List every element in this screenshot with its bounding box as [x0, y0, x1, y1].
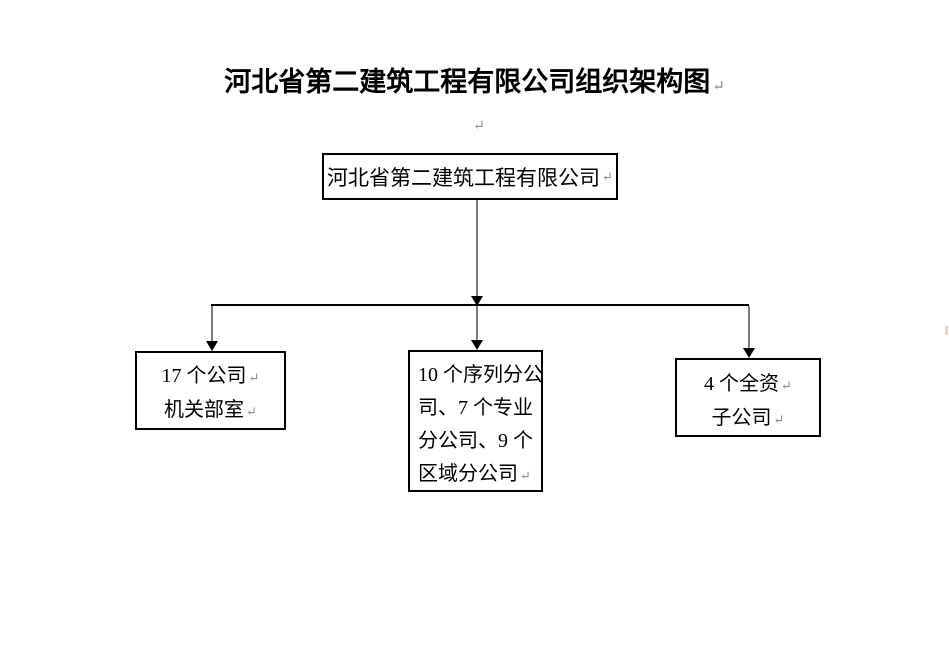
page-title: 河北省第二建筑工程有限公司组织架构图↵: [0, 60, 949, 99]
page-edge-artifact: [945, 326, 948, 335]
paragraph-return-icon: ↵: [473, 119, 485, 134]
org-box-branch-companies[interactable]: 10 个序列分公 司、7 个专业 分公司、9 个 区域分公司↵: [408, 350, 543, 492]
org-box-wholly-owned-subsidiaries[interactable]: 4 个全资↵ 子公司↵: [675, 358, 821, 437]
paragraph-return-icon: ↵: [712, 79, 725, 95]
arrowhead-middle-icon: [471, 340, 483, 350]
arrowhead-left-icon: [206, 341, 218, 351]
paragraph-return-icon: ↵: [773, 412, 785, 427]
box-text-line: 子公司↵: [711, 407, 785, 429]
arrowhead-right-icon: [743, 348, 755, 358]
paragraph-return-icon: ↵: [248, 370, 260, 385]
connector-root-stem: [476, 200, 478, 296]
box-text-line: 司、7 个专业: [418, 397, 533, 419]
paragraph-return-icon: ↵: [520, 468, 531, 483]
box-text-line: 10 个序列分公: [418, 364, 543, 386]
arrowhead-root-icon: [471, 296, 483, 306]
paragraph-return-icon: ↵: [781, 378, 792, 393]
box-text-line: 机关部室↵: [164, 399, 257, 421]
connector-left-stem: [211, 306, 213, 341]
box-text-line: 区域分公司↵: [418, 463, 531, 485]
org-root-box[interactable]: 河北省第二建筑工程有限公司↵: [322, 153, 618, 200]
page-title-text: 河北省第二建筑工程有限公司组织架构图: [224, 67, 711, 97]
paragraph-return-icon: ↵: [602, 168, 613, 184]
box-text-line: 17 个公司↵: [161, 365, 260, 387]
box-text-line: 4 个全资↵: [704, 373, 792, 395]
connector-horizontal-line: [211, 304, 749, 306]
org-box-company-departments[interactable]: 17 个公司↵ 机关部室↵: [135, 351, 286, 430]
connector-middle-stem: [476, 306, 478, 340]
box-text-line: 分公司、9 个: [418, 430, 533, 452]
org-root-label: 河北省第二建筑工程有限公司: [327, 165, 601, 190]
connector-right-stem: [748, 306, 750, 348]
paragraph-return-icon: ↵: [246, 404, 257, 419]
